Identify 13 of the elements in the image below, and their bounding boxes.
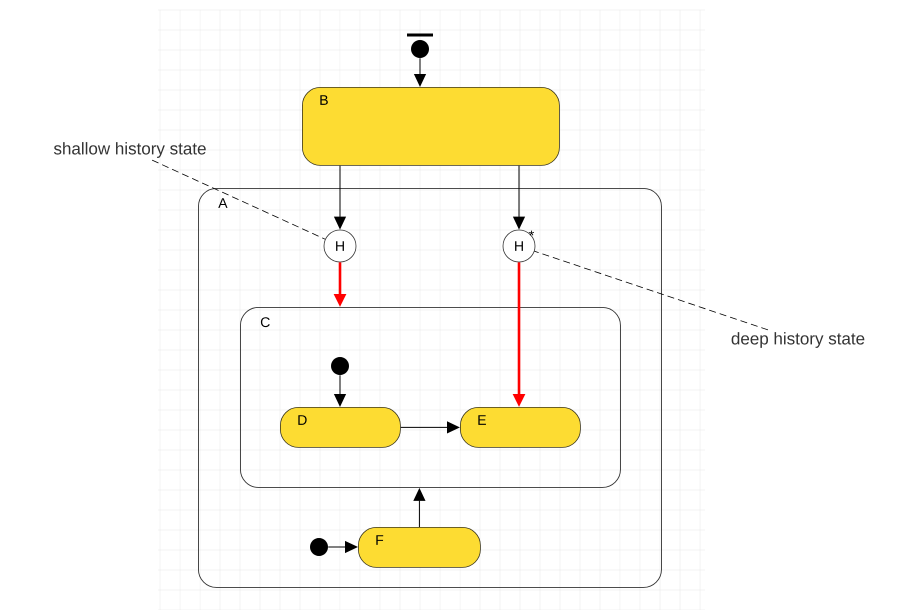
annotation-text: shallow history state — [54, 142, 206, 158]
state-box: D — [280, 407, 401, 448]
leader-line — [152, 160, 326, 240]
initial-state — [407, 34, 433, 58]
state-box: F — [358, 527, 481, 568]
initial-state — [310, 538, 328, 556]
initial-state — [331, 357, 349, 375]
multiplicity-mark: * — [529, 230, 534, 236]
history-state: H — [324, 230, 356, 262]
state-box: E — [460, 407, 581, 448]
leader-line — [534, 250, 768, 330]
annotation-text: deep history state — [732, 332, 864, 348]
state-box: B — [302, 87, 560, 166]
